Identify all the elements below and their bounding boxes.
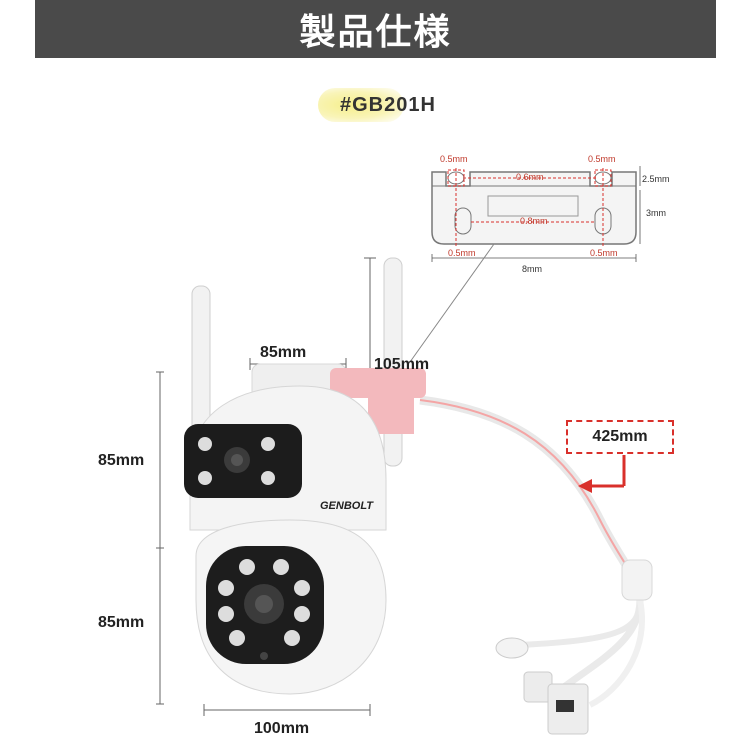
- dim-lower-height: 85mm: [98, 614, 145, 631]
- bracket-dim-total-width: 8mm: [522, 264, 542, 274]
- power-cable: [419, 395, 653, 735]
- cable-length: 425mm: [592, 428, 648, 445]
- page-header: 製品仕様: [35, 0, 716, 58]
- mount-bracket-drawing: [409, 166, 641, 363]
- camera-body: GENBOLT: [184, 363, 426, 695]
- dim-upper-height: 85mm: [98, 452, 145, 469]
- bracket-dim-center-bottom: 0.8mm: [520, 216, 548, 226]
- bracket-dim-center-top: 0.6mm: [516, 172, 544, 182]
- bracket-dim-bottom-left: 0.5mm: [448, 248, 476, 258]
- bracket-dim-side-top: 2.5mm: [642, 174, 670, 184]
- model-badge: #GB201H: [318, 88, 450, 122]
- bracket-dim-top-left: 0.5mm: [440, 154, 468, 164]
- dim-top-width: 85mm: [260, 344, 307, 361]
- dim-bottom-width: 100mm: [254, 720, 310, 737]
- dim-antenna-height: 105mm: [374, 356, 430, 373]
- cable-arrow: [578, 455, 626, 493]
- bracket-dim-top-right: 0.5mm: [588, 154, 616, 164]
- model-code: #GB201H: [340, 94, 436, 116]
- bracket-dim-bottom-right: 0.5mm: [590, 248, 618, 258]
- brand-logo: GENBOLT: [320, 500, 374, 512]
- cable-length-label: 425mm: [566, 420, 674, 454]
- badge-highlight: [318, 88, 404, 122]
- bracket-dim-side-bottom: 3mm: [646, 208, 666, 218]
- page-title: 製品仕様: [299, 11, 452, 52]
